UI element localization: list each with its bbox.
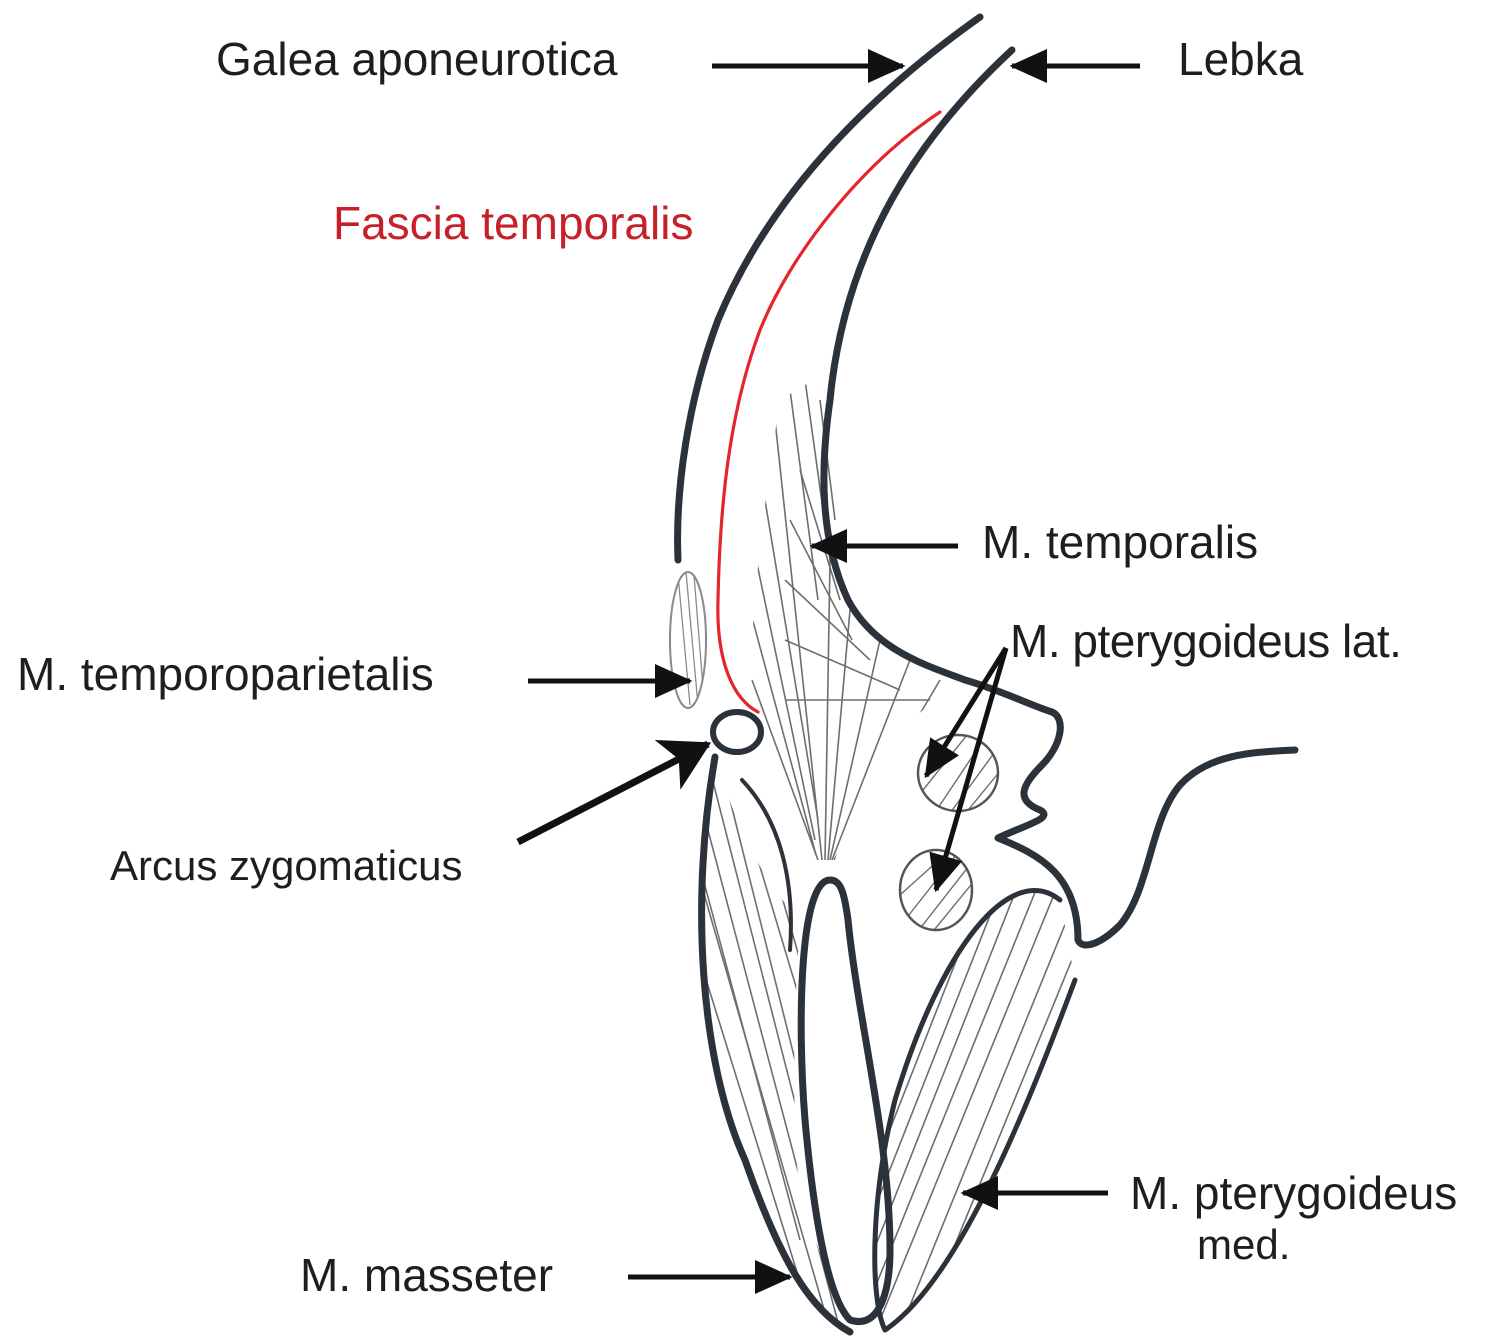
anatomy-outlines bbox=[678, 17, 1295, 1332]
temporalis-hatching bbox=[750, 380, 940, 860]
arcus-zygomaticus-arrow bbox=[518, 744, 708, 842]
label-fascia-temporalis: Fascia temporalis bbox=[333, 200, 693, 246]
label-m-temporalis: M. temporalis bbox=[982, 519, 1258, 565]
label-galea-aponeurotica: Galea aponeurotica bbox=[216, 36, 618, 82]
galea-outline bbox=[678, 17, 980, 560]
label-m-pterygoideus-med-line2: med. bbox=[1197, 1224, 1290, 1266]
temporoparietalis-muscle bbox=[670, 572, 706, 708]
label-m-temporoparietalis: M. temporoparietalis bbox=[17, 651, 434, 697]
label-m-masseter: M. masseter bbox=[300, 1252, 553, 1298]
masseter-outline bbox=[702, 757, 850, 1332]
label-lebka: Lebka bbox=[1178, 36, 1303, 82]
arcus-zygomaticus-ring bbox=[713, 712, 761, 752]
label-m-pterygoideus-med-line1: M. pterygoideus bbox=[1130, 1170, 1457, 1216]
pterygoideus-med-hatching bbox=[870, 880, 1080, 1330]
pterygoideus-med-outline bbox=[875, 890, 1075, 1330]
lebka-outline bbox=[824, 50, 1295, 945]
label-arcus-zygomaticus: Arcus zygomaticus bbox=[110, 845, 462, 887]
label-m-pterygoideus-lat: M. pterygoideus lat. bbox=[1010, 618, 1401, 664]
